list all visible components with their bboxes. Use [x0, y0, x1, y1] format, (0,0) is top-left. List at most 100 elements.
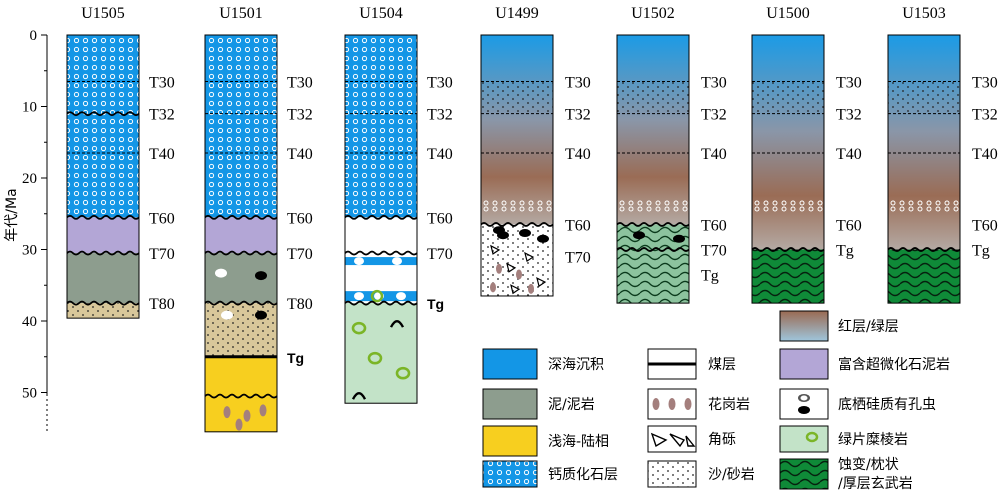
horizon-label: T30: [287, 74, 313, 91]
calc-fossil-icon: [673, 206, 679, 212]
unit-shallow: [205, 356, 277, 397]
legend-item-coal: 煤层: [647, 348, 736, 380]
legend-item-greenbreccia: 绿片糜棱岩: [779, 425, 908, 453]
svg-text:花岗岩: 花岗岩: [708, 397, 750, 413]
svg-text:富含超微化石泥岩: 富含超微化石泥岩: [838, 356, 950, 373]
column-outline: [66, 34, 140, 319]
horizon-label: Tg: [972, 243, 990, 260]
legend-item-shallow: 浅海-陆相: [482, 425, 609, 457]
unit-white-breccia: [481, 224, 553, 296]
axis-tick-label: 50: [22, 386, 37, 402]
horizon-label: T60: [565, 217, 591, 234]
svg-text:煤层: 煤层: [708, 357, 736, 373]
svg-text:/厚层玄武岩: /厚层玄武岩: [838, 475, 913, 492]
unit-redgreen: [481, 35, 553, 225]
legend-item-mud: 泥/泥岩: [482, 388, 595, 420]
unit-mud: [67, 253, 139, 304]
unconformity-wavy-line: [66, 300, 140, 306]
site-name: U1503: [902, 5, 946, 22]
calc-fossil-icon: [628, 206, 634, 212]
calc-fossil-icon: [501, 200, 507, 206]
horizon-label: T70: [701, 243, 727, 260]
arc-icon: [351, 392, 367, 400]
calc-fossil-icon: [935, 206, 941, 212]
unit-basalt-green: [752, 249, 824, 304]
unit-breccia-green: [345, 303, 417, 404]
foram-icon: [221, 310, 233, 320]
green-schist-icon: [370, 289, 384, 303]
horizon-label: Tg: [836, 243, 854, 260]
horizon-label: T80: [149, 296, 175, 313]
calc-fossil-icon: [908, 200, 914, 206]
horizon-label: T70: [565, 250, 591, 267]
unconformity-wavy-line: [204, 250, 278, 256]
svg-text:深海沉积: 深海沉积: [548, 357, 604, 373]
calc-fossil-icon: [637, 200, 643, 206]
svg-text:浅海-陆相: 浅海-陆相: [548, 434, 609, 450]
foram-icon: [396, 292, 406, 301]
horizon-label: T32: [427, 107, 453, 124]
granite-icon: [259, 404, 267, 417]
unit-nanno: [67, 217, 139, 254]
calc-fossil-icon: [953, 206, 959, 212]
calc-fossil-icon: [781, 206, 787, 212]
horizon-label: T60: [836, 217, 862, 234]
calc-fossil-icon: [483, 206, 489, 212]
unconformity-wavy-line: [66, 250, 140, 256]
unconformity-wavy-line: [204, 214, 278, 220]
horizon-label: T40: [149, 146, 175, 163]
calc-fossil-icon: [790, 200, 796, 206]
calc-fossil-icon: [763, 200, 769, 206]
unconformity-wavy-line: [204, 393, 278, 399]
unconformity-wavy-line: [616, 247, 690, 252]
legend-item-redgreen: 红层/绿层: [779, 310, 899, 342]
svg-text:角砾: 角砾: [708, 432, 736, 448]
horizon-label: T30: [565, 74, 591, 91]
horizon-label: T70: [427, 246, 453, 263]
foram-icon: [392, 257, 402, 266]
site-name: U1505: [81, 5, 125, 22]
horizon-label: T32: [972, 107, 998, 124]
unit-nanno: [205, 217, 277, 254]
horizon-label: T40: [427, 146, 453, 163]
calc-fossil-icon: [619, 200, 625, 206]
calc-fossil-icon: [899, 200, 905, 206]
unit-redgreen: [617, 35, 689, 225]
calc-fossil-icon: [646, 206, 652, 212]
svg-text:绿片糜棱岩: 绿片糜棱岩: [838, 431, 908, 448]
red-layer-details: [617, 81, 689, 243]
horizon-label: T32: [149, 107, 175, 124]
foram-icon: [255, 271, 267, 281]
horizon-label: T60: [287, 210, 313, 227]
column-outline: [344, 34, 418, 404]
foram-icon: [354, 292, 364, 301]
calc-fossil-icon: [510, 200, 516, 206]
calc-fossil-icon: [817, 200, 823, 206]
calc-fossil-icon: [664, 206, 670, 212]
site-name: U1499: [495, 5, 539, 22]
horizon-label: T40: [972, 146, 998, 163]
calc-fossil-icon: [917, 206, 923, 212]
legend-item-deep: 深海沉积: [482, 348, 604, 380]
calc-fossil-icon: [546, 200, 552, 206]
calc-fossil-icon: [519, 206, 525, 212]
calc-fossil-icon: [908, 206, 914, 212]
unit-calc: [67, 35, 139, 218]
calc-fossil-icon: [917, 200, 923, 206]
unconformity-wavy-line: [344, 250, 418, 256]
calc-fossil-icon: [637, 206, 643, 212]
calc-fossil-icon: [772, 206, 778, 212]
unconformity-wavy-line: [480, 222, 554, 227]
breccia-icon: [490, 244, 501, 255]
svg-text:红层/绿层: 红层/绿层: [838, 319, 899, 335]
axis-tick-label: 10: [22, 100, 37, 116]
column-outline: [887, 34, 961, 304]
unit-calc-white: [345, 253, 417, 304]
calc-fossil-icon: [926, 206, 932, 212]
horizon-label: T60: [972, 217, 998, 234]
